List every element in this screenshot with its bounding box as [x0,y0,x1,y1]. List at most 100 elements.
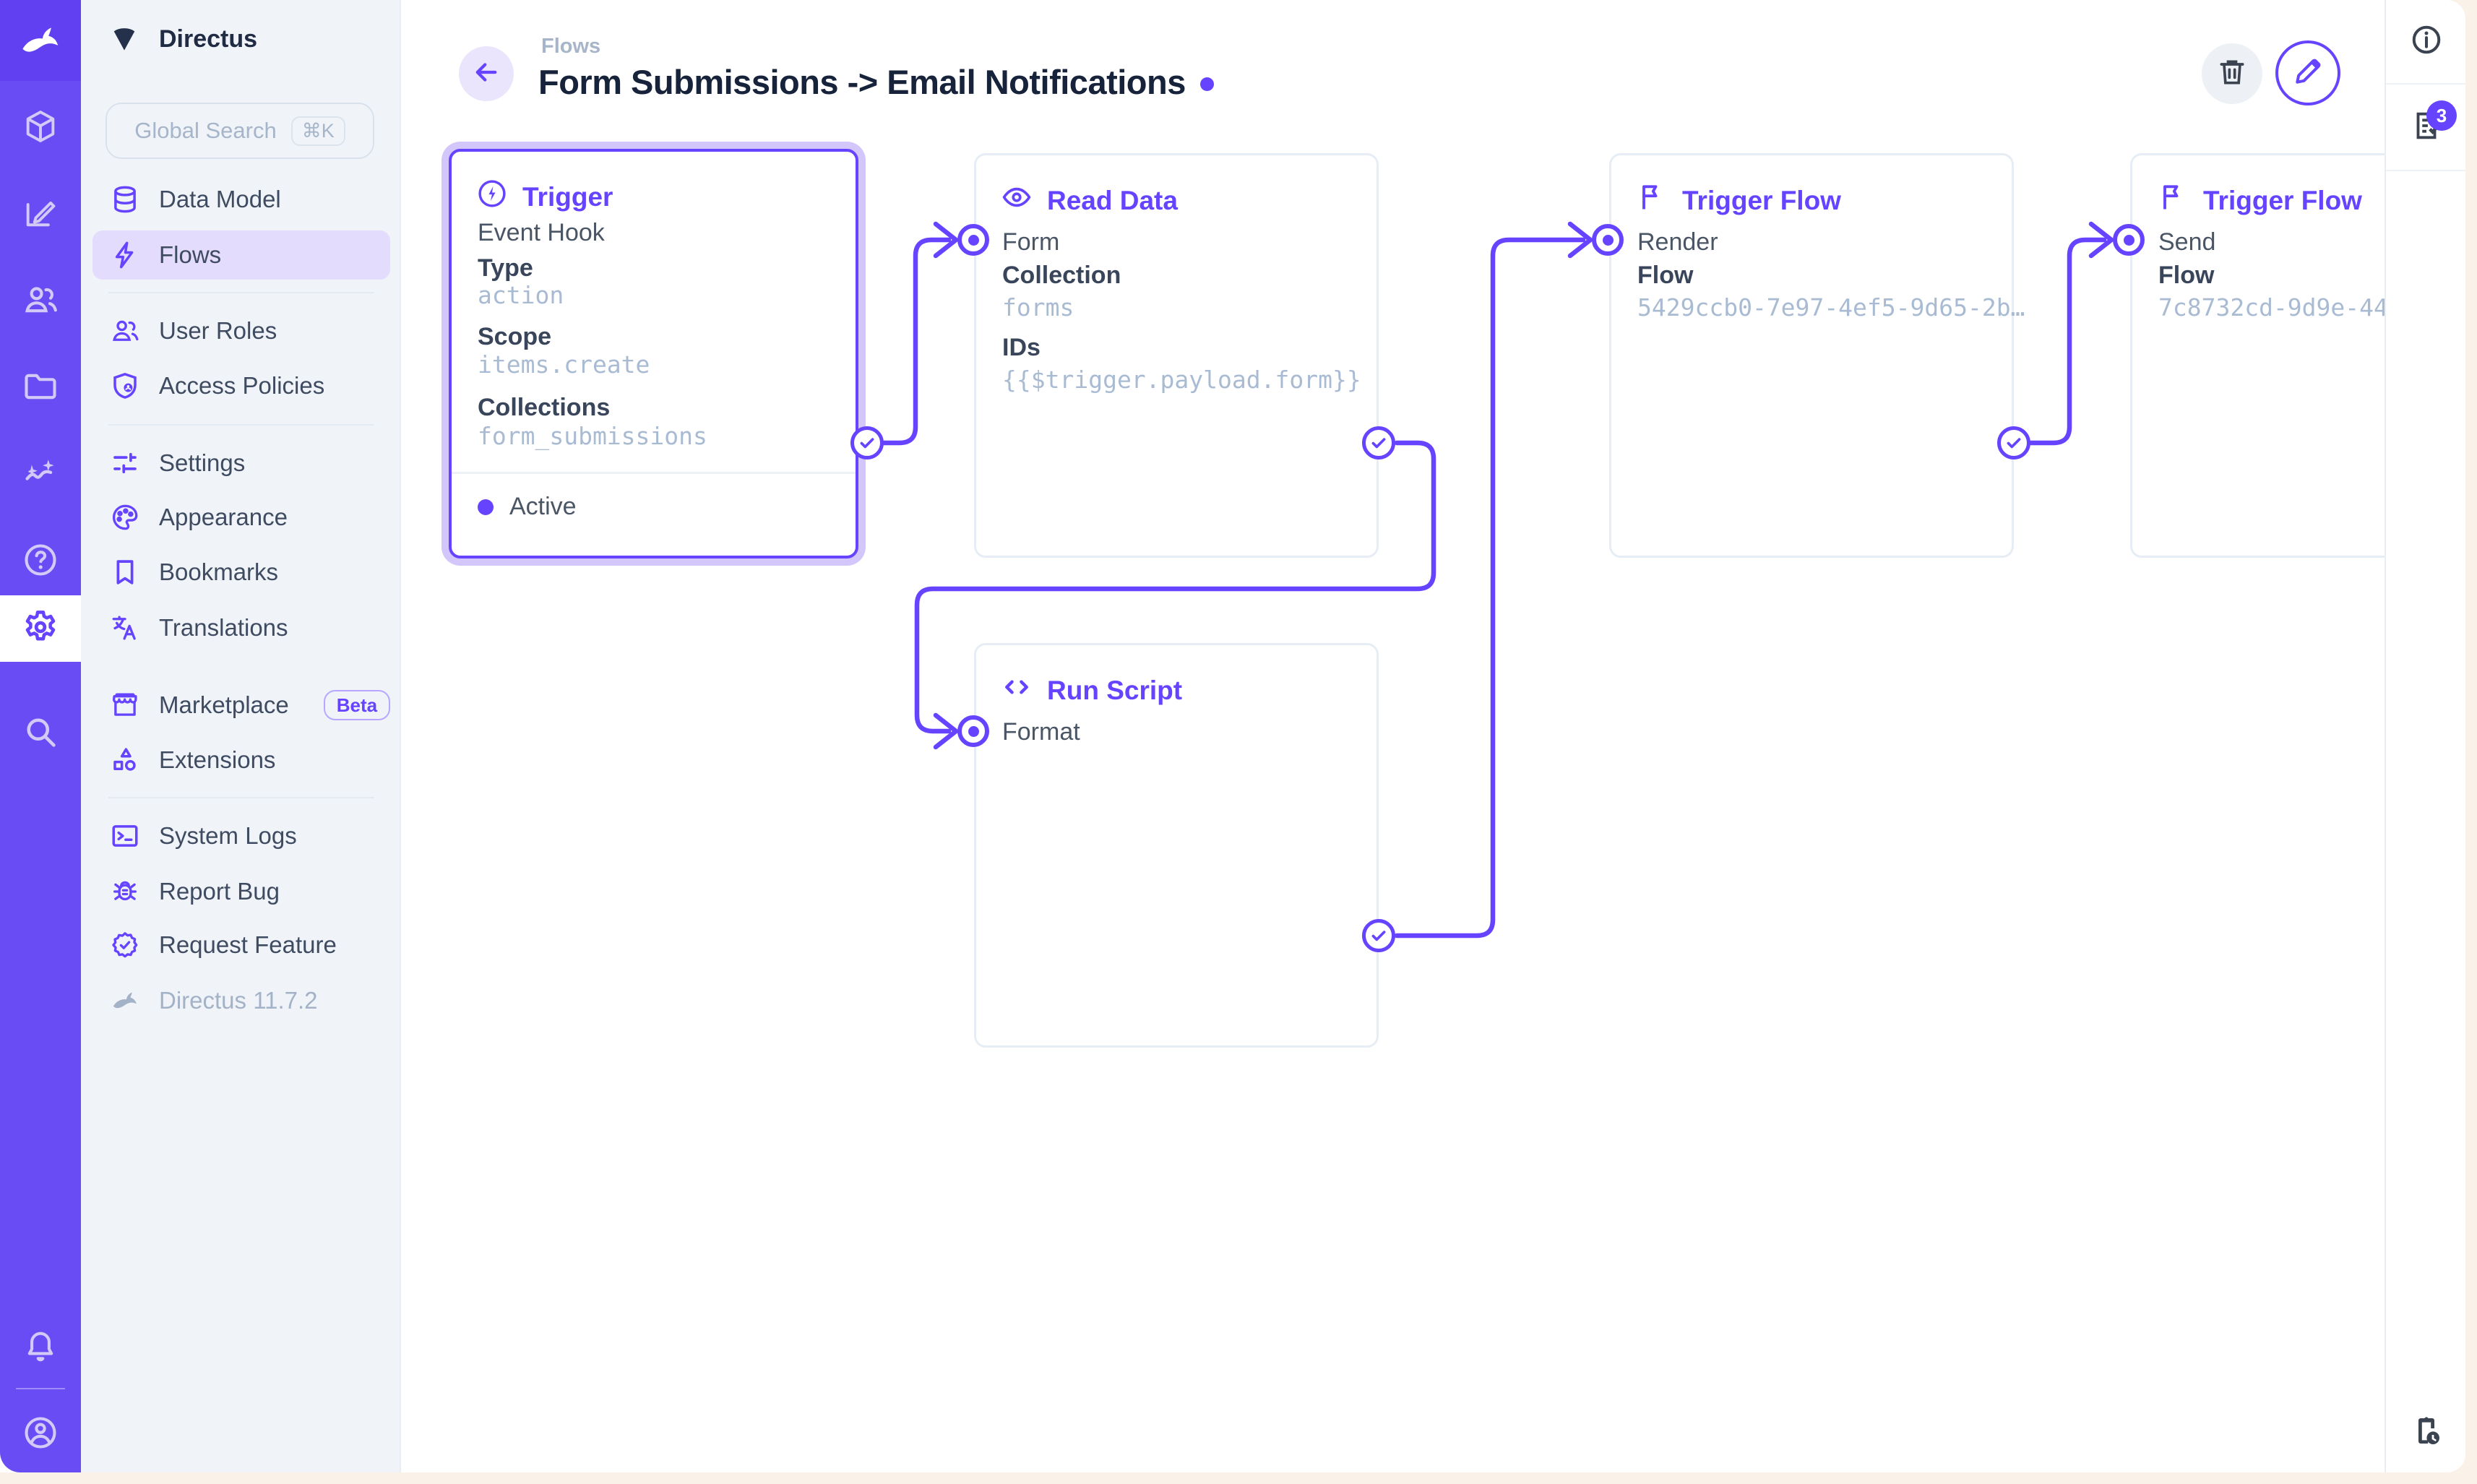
card-title-label: Trigger Flow [1682,185,1841,215]
module-content[interactable] [0,95,81,161]
logs-sidebar-button[interactable]: 3 [2386,85,2465,171]
directus-logo[interactable] [0,0,81,81]
module-help[interactable] [0,528,81,595]
sidebar-item-flows[interactable]: Flows [92,230,390,280]
input-port-label: Render [1637,228,1718,256]
field-label: Type [478,254,533,282]
sidebar-item-label: Flows [159,241,222,268]
card-trigger-flow-send[interactable]: Trigger Flow Send Flow 7c8732cd-9d9e-44b… [2130,153,2385,558]
field-value: 5429ccb0-7e97-4ef5-9d65-2b… [1637,293,2025,322]
check-icon [860,438,874,449]
sidebar-item-extensions[interactable]: Extensions [92,735,390,785]
sidebar-item-data-model[interactable]: Data Model [92,175,390,224]
field-label: Collection [1002,262,1121,289]
sidebar-item-request-feature[interactable]: Request Feature [92,920,390,970]
card-run-script[interactable]: Run Script Format [974,643,1379,1048]
field-value: 7c8732cd-9d9e-44be [2158,293,2385,322]
input-port-flow-send[interactable] [2113,224,2145,256]
flow-color-dot [1199,77,1214,91]
title-row: Form Submissions -> Email Notifications [538,62,1214,102]
card-trigger-flow-title-row: Trigger Flow [2157,181,2362,220]
folder-icon [22,368,59,409]
output-connector-trigger[interactable] [850,426,884,460]
output-connector-read-data[interactable] [1362,426,1395,460]
users-icon [110,316,140,346]
info-sidebar-button[interactable] [2386,0,2465,85]
project-switcher[interactable]: Directus [108,23,257,55]
info-icon [2410,23,2443,60]
sidebar-item-appearance[interactable]: Appearance [92,493,390,542]
input-port-read-data[interactable] [957,224,989,256]
project-icon [113,28,135,51]
global-search-input[interactable]: Global Search ⌘K [105,103,374,159]
check-icon [1371,438,1386,449]
delete-flow-button[interactable] [2202,43,2262,104]
card-trigger[interactable]: Trigger Event Hook Type action Scope ite… [449,149,858,558]
card-title-label: Trigger Flow [2203,185,2362,215]
output-connector-run-script[interactable] [1362,919,1395,952]
card-title-label: Trigger [522,181,613,212]
users-icon [22,281,59,322]
sidebar-item-access-policies[interactable]: Access Policies [92,361,390,410]
search-placeholder: Global Search [134,118,277,143]
module-notifications[interactable] [0,1314,81,1381]
card-read-data[interactable]: Read Data Form Collection forms IDs {{$t… [974,153,1379,558]
sidebar-divider [108,797,374,798]
help-icon [22,541,59,582]
input-port-flow-render[interactable] [1592,224,1624,256]
code-icon [1001,671,1033,709]
input-port-run-script[interactable] [957,715,989,747]
field-label: Flow [2158,262,2215,289]
card-read-data-title-row: Read Data [1001,181,1178,220]
sidebar-item-label: Settings [159,449,246,476]
sidebar-item-label: Request Feature [159,931,337,958]
field-value: action [478,281,564,309]
clipboard-clock-icon [2409,1412,2444,1451]
input-port-label: Form [1002,228,1060,256]
input-port-label: Format [1002,718,1080,746]
module-files[interactable] [0,355,81,421]
sidebar-item-label: User Roles [159,317,277,344]
sidebar-item-system-logs[interactable]: System Logs [92,811,390,860]
sidebar-item-label: Translations [159,614,288,641]
wire-runscript-to-render [1394,221,1593,939]
page-title: Form Submissions -> Email Notifications [538,63,1186,101]
sidebar-item-user-roles[interactable]: User Roles [92,306,390,355]
sidebar-divider [108,424,374,426]
status-dot [478,499,494,515]
module-insights[interactable] [0,441,81,508]
cube-icon [22,108,59,149]
sidebar-item-settings[interactable]: Settings [92,439,390,488]
edit-flow-button[interactable] [2275,40,2340,105]
module-search[interactable] [0,700,81,767]
flow-canvas[interactable]: Flows Form Submissions -> Email Notifica… [402,0,2385,1472]
sidebar-item-label: Marketplace [159,691,289,718]
wire-render-to-send [2028,221,2114,446]
pending-revisions-button[interactable] [2386,1412,2465,1451]
output-connector-flow-render[interactable] [1997,426,2030,460]
sidebar-item-label: Bookmarks [159,558,279,585]
store-icon [110,690,140,720]
flag-icon [2157,181,2189,220]
card-title-label: Run Script [1047,675,1183,705]
input-port-label: Send [2158,228,2216,256]
sliders-icon [110,448,140,478]
sidebar-item-label: Data Model [159,186,281,212]
module-users[interactable] [0,268,81,335]
award-icon [110,930,140,960]
breadcrumb[interactable]: Flows [541,35,601,58]
rabbit-icon [110,985,140,1016]
module-settings[interactable] [0,595,81,662]
card-title-label: Read Data [1047,185,1178,215]
module-account[interactable] [0,1401,81,1467]
field-label: IDs [1002,334,1041,361]
sidebar-item-bookmarks[interactable]: Bookmarks [92,548,390,597]
version-label: Directus 11.7.2 [159,987,318,1014]
sidebar-item-report-bug[interactable]: Report Bug [92,867,390,916]
back-button[interactable] [459,46,514,101]
field-label: Collections [478,394,611,421]
card-trigger-flow-render[interactable]: Trigger Flow Render Flow 5429ccb0-7e97-4… [1609,153,2025,558]
module-editor[interactable] [0,181,81,248]
sidebar-item-translations[interactable]: Translations [92,603,390,652]
